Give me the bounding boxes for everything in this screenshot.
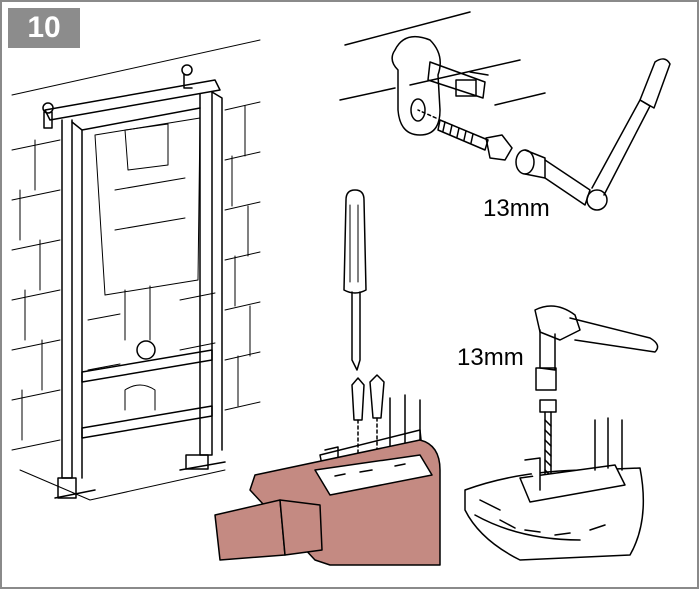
ratchet-wrench — [534, 305, 659, 391]
wc-mounting-frame — [42, 64, 226, 499]
brick-wall — [11, 39, 261, 501]
wall-plugs — [351, 374, 385, 461]
anchor-bolt — [417, 109, 513, 161]
socket-wrench-top — [515, 58, 671, 211]
step-number-badge: 10 — [8, 8, 80, 48]
screwdriver — [343, 189, 367, 371]
wrench-size-label-bottom: 13mm — [457, 344, 524, 371]
wall-bracket-detail — [339, 11, 546, 136]
frame-foot-concrete — [519, 417, 626, 503]
wrench-size-label-top: 13mm — [483, 195, 550, 222]
foot-plate-middle — [314, 454, 433, 496]
concrete-base — [464, 467, 645, 561]
